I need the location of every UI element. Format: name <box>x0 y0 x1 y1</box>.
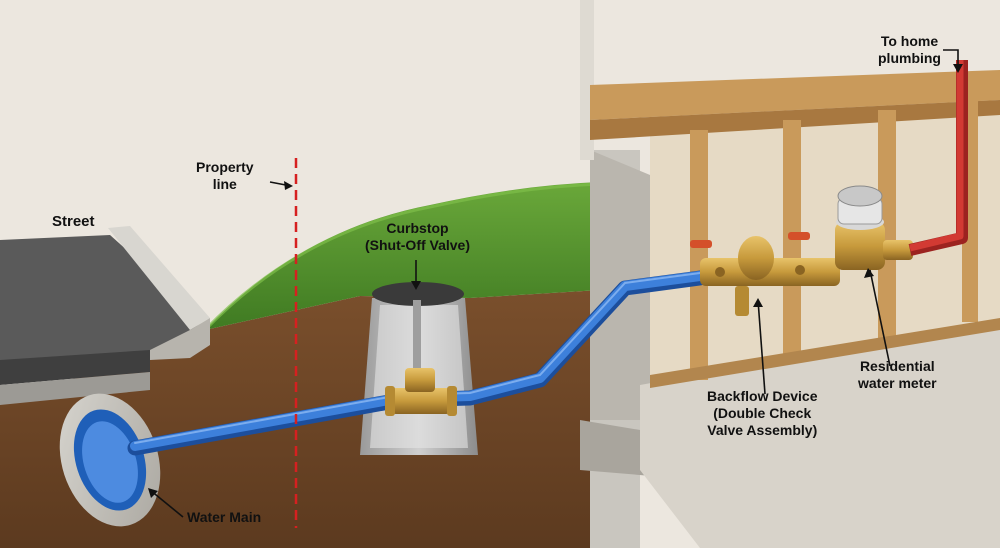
arrow-heads <box>148 64 963 498</box>
curb-box-lid <box>372 282 464 306</box>
rim-joist <box>590 70 1000 120</box>
curbstop-valve <box>390 388 452 414</box>
stud <box>690 130 708 380</box>
property-line-label: Property line <box>196 159 254 192</box>
curbstop-label: Curbstop (Shut-Off Valve) <box>365 220 471 253</box>
home-plumbing-label: To home plumbing <box>878 33 941 66</box>
curb <box>108 226 210 330</box>
street-asphalt <box>0 235 205 372</box>
basement-floor <box>640 320 1000 548</box>
valve-stem <box>413 300 421 380</box>
stud <box>878 110 896 338</box>
backflow-device <box>700 258 840 286</box>
meter-label: Residential water meter <box>858 358 937 391</box>
water-main-label: Water Main <box>187 509 262 525</box>
street-label: Street <box>52 213 95 230</box>
lawn <box>205 182 600 330</box>
water-meter <box>835 222 885 270</box>
house-wall <box>580 0 1000 85</box>
leader-lines <box>149 49 959 518</box>
backflow-label: Backflow Device (Double Check Valve Asse… <box>707 388 818 438</box>
